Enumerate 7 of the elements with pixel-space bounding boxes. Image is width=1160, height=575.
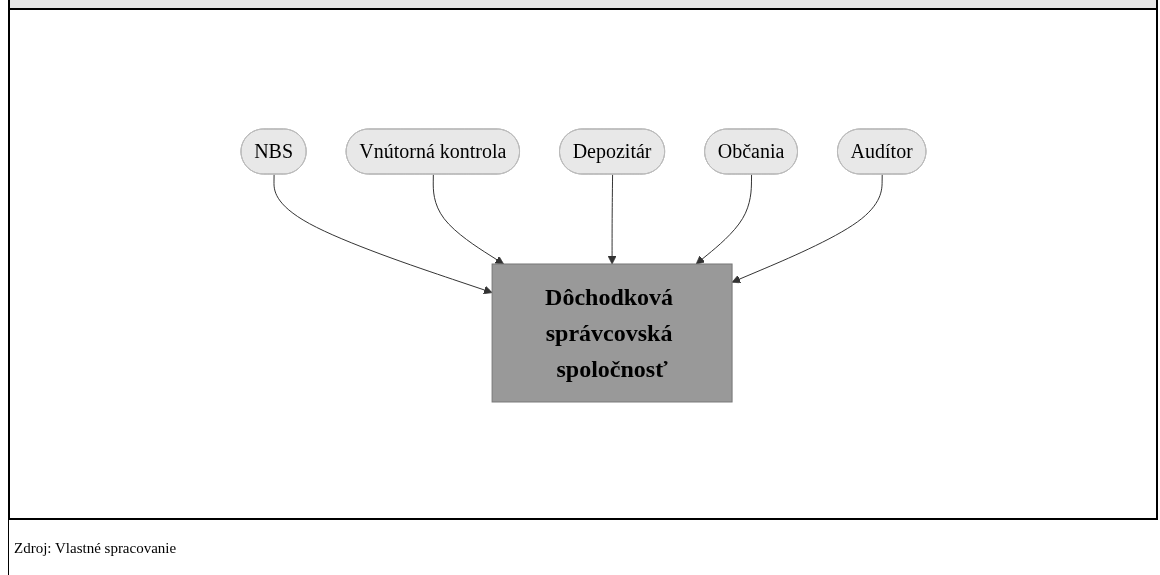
arrow xyxy=(731,173,883,283)
arrow xyxy=(695,173,752,264)
arrow xyxy=(432,173,504,264)
arrow xyxy=(607,173,616,264)
arrow xyxy=(273,173,492,294)
caption: Zdroj: Vlastné spracovanie xyxy=(14,540,177,557)
node-box: Dôchodková správcovská spoločnosť xyxy=(491,263,733,402)
